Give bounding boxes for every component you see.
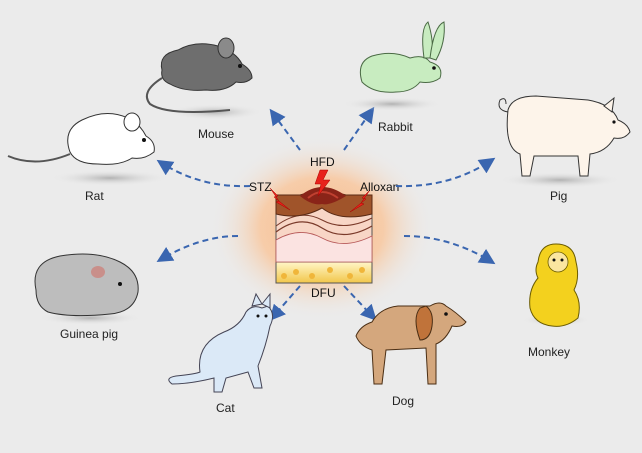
rat-illustration	[7, 112, 170, 186]
cat-label: Cat	[216, 401, 235, 415]
arrow-to-cat	[269, 285, 301, 322]
lightning-icon-stz	[269, 187, 291, 211]
arrow-to-mouse	[269, 108, 301, 151]
arrow-to-pig	[395, 157, 496, 188]
stz-label: STZ	[249, 180, 272, 194]
cat-illustration	[168, 292, 274, 393]
rat-label: Rat	[85, 189, 104, 203]
arrow-to-rat	[156, 159, 251, 188]
mouse-illustration	[146, 37, 263, 120]
pig-illustration	[498, 95, 631, 188]
lightning-icon-alloxan	[349, 189, 371, 213]
dog-illustration	[355, 302, 467, 385]
pig-label: Pig	[550, 189, 567, 203]
guinea-pig-illustration	[34, 253, 142, 325]
alloxan-label: Alloxan	[360, 180, 399, 194]
rabbit-label: Rabbit	[378, 120, 413, 134]
lightning-icon-hfd	[314, 169, 331, 197]
skin-cross-section	[275, 187, 373, 284]
arrow-to-monkey	[403, 235, 496, 265]
arrow-to-guinea-pig	[156, 235, 239, 263]
dfu-label: DFU	[311, 286, 336, 300]
guinea-pig-label: Guinea pig	[60, 327, 118, 341]
arrow-to-dog	[343, 285, 377, 321]
mouse-label: Mouse	[198, 127, 234, 141]
hfd-label: HFD	[310, 155, 335, 169]
monkey-label: Monkey	[528, 345, 570, 359]
monkey-illustration	[522, 243, 590, 327]
rabbit-illustration	[342, 21, 445, 111]
dog-label: Dog	[392, 394, 414, 408]
arrow-to-rabbit	[343, 106, 375, 151]
